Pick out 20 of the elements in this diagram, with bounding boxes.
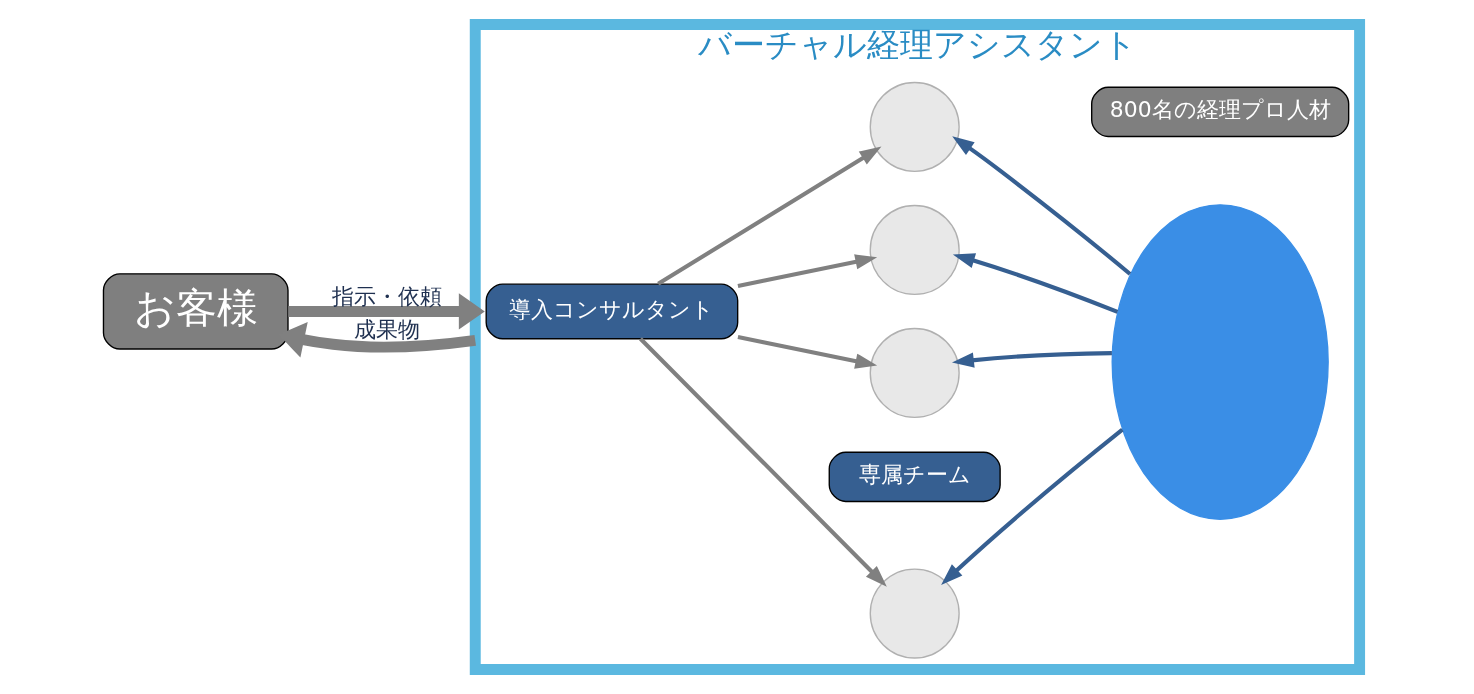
node-box: 専属チーム bbox=[828, 451, 1001, 503]
node-box: 800名の経理プロ人材 bbox=[1091, 86, 1350, 138]
arrow bbox=[737, 254, 878, 288]
edge-label: 成果物 bbox=[354, 317, 421, 343]
node-person bbox=[869, 568, 960, 659]
node-person bbox=[869, 204, 960, 296]
edge-label: 指示・依頼 bbox=[332, 284, 443, 310]
arrow bbox=[952, 351, 1112, 368]
arrow bbox=[737, 335, 878, 369]
arrow bbox=[288, 293, 485, 330]
arrow bbox=[952, 136, 1132, 276]
node-person bbox=[869, 81, 960, 173]
node-box: 導入コンサルタント bbox=[485, 283, 739, 340]
node-person bbox=[869, 327, 960, 419]
node-box: お客様 bbox=[102, 273, 289, 350]
arrow bbox=[639, 337, 887, 587]
arrow bbox=[941, 428, 1124, 585]
node-ellipse bbox=[1111, 204, 1329, 520]
arrow bbox=[952, 253, 1119, 314]
arrow bbox=[657, 146, 882, 286]
